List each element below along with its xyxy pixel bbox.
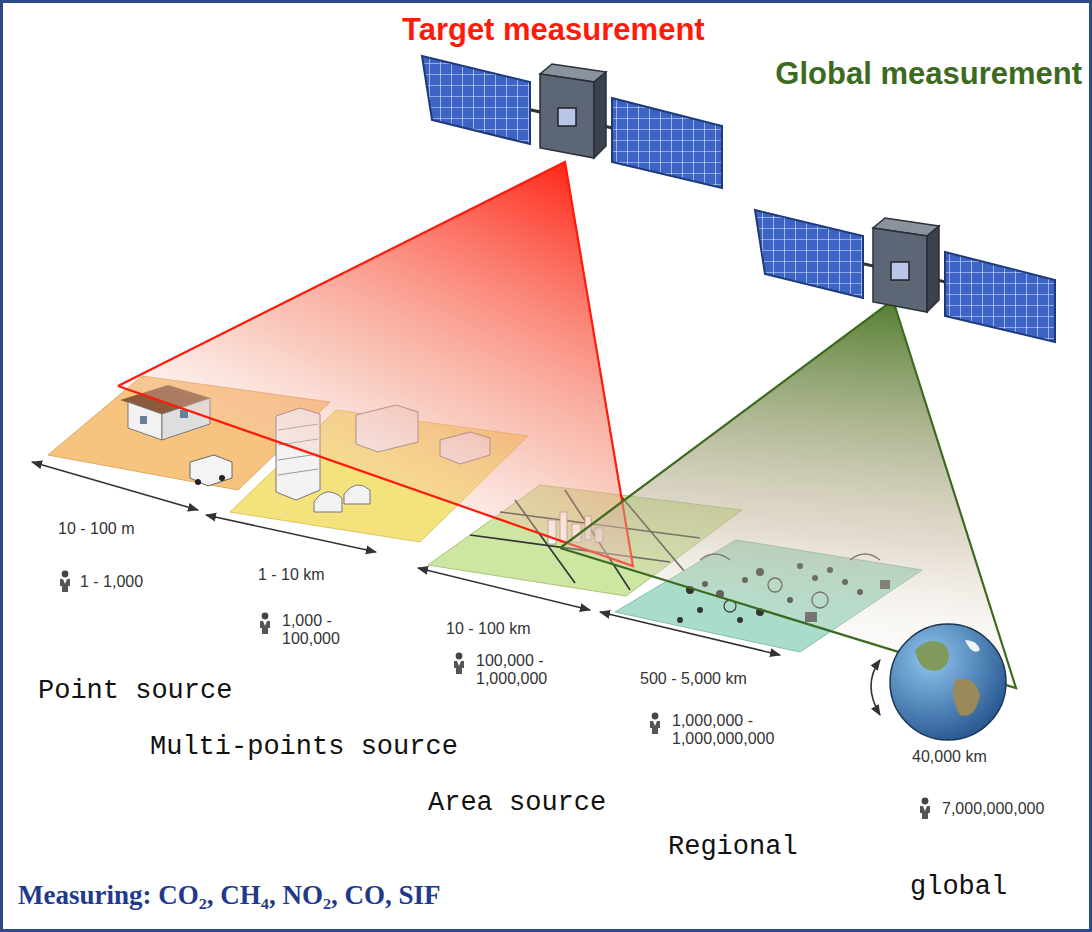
scale-name: Area source	[428, 788, 606, 819]
scale-name: Multi-points source	[150, 732, 458, 763]
earth-globe	[871, 624, 1006, 740]
dimension-label: 10 - 100 km	[446, 620, 530, 638]
population-label: 1 - 1,000	[80, 573, 190, 591]
caption: Measuring: CO₂, CH₄, NO₂, CO, SIF	[18, 880, 441, 911]
view-heading: Global measurement	[775, 56, 1082, 92]
scale-name: global	[910, 872, 1007, 903]
scale-name: Point source	[38, 676, 232, 707]
scale-name: Regional	[668, 832, 798, 863]
population-label: 7,000,000,000	[942, 800, 1062, 818]
dimension-label: 40,000 km	[912, 748, 987, 766]
satellite	[755, 210, 1055, 342]
dimension-label: 500 - 5,000 km	[640, 670, 747, 688]
population-label: 100,000 - 1,000,000	[476, 652, 568, 689]
dimension-label: 10 - 100 m	[58, 520, 134, 538]
satellite	[422, 56, 722, 188]
population-label: 1,000,000 - 1,000,000,000	[672, 712, 792, 749]
population-label: 1,000 - 100,000	[282, 612, 354, 649]
view-heading: Target measurement	[402, 12, 705, 48]
dimension-arrows	[32, 462, 780, 655]
dimension-label: 1 - 10 km	[258, 566, 325, 584]
